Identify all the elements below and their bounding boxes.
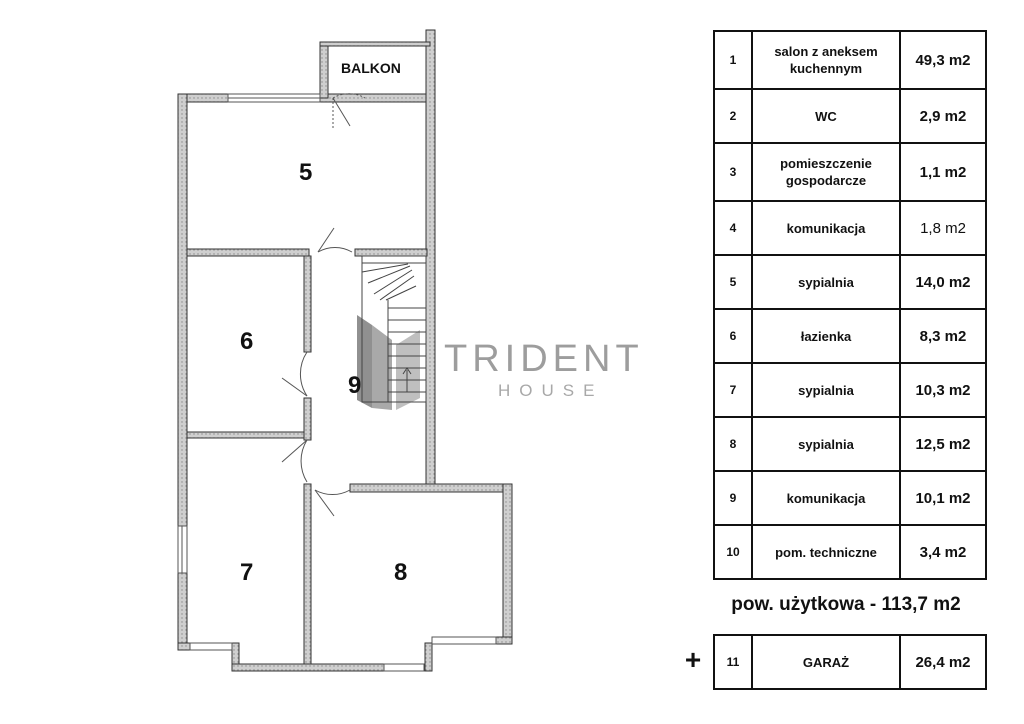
room-name-cell: łazienka xyxy=(751,308,901,364)
room-number-7: 7 xyxy=(240,559,253,586)
room-number-cell: 9 xyxy=(713,470,753,526)
garage-table: 11 GARAŻ 26,4 m2 xyxy=(713,634,987,690)
room-number-9: 9 xyxy=(348,372,361,399)
windows xyxy=(177,93,497,672)
balkon-label: BALKON xyxy=(341,60,401,76)
room-area-cell: 49,3 m2 xyxy=(899,30,987,90)
room-area-cell: 10,1 m2 xyxy=(899,470,987,526)
room-area-cell: 10,3 m2 xyxy=(899,362,987,418)
room-number-cell: 2 xyxy=(713,88,753,144)
room-name-cell: pom. techniczne xyxy=(751,524,901,580)
room-area-cell: 1,8 m2 xyxy=(899,200,987,256)
logo-watermark: TRIDENT HOUSE xyxy=(357,315,644,410)
room-number-cell: 3 xyxy=(713,142,753,202)
room-name-cell: GARAŻ xyxy=(751,634,901,690)
room-number-6: 6 xyxy=(240,328,253,355)
room-number-cell: 11 xyxy=(713,634,753,690)
room-name-cell: komunikacja xyxy=(751,200,901,256)
plus-sign: + xyxy=(684,644,702,675)
logo-text-sub: HOUSE xyxy=(498,381,603,400)
staircase xyxy=(361,255,427,403)
room-name-cell: sypialnia xyxy=(751,416,901,472)
room-area-cell: 2,9 m2 xyxy=(899,88,987,144)
logo-text-main: TRIDENT xyxy=(444,338,644,380)
room-area-cell: 14,0 m2 xyxy=(899,254,987,310)
total-usable-area: pow. użytkowa - 113,7 m2 xyxy=(731,594,961,615)
room-name-cell: WC xyxy=(751,88,901,144)
room-area-cell: 26,4 m2 xyxy=(899,634,987,690)
room-number-cell: 1 xyxy=(713,30,753,90)
room-number-cell: 8 xyxy=(713,416,753,472)
room-name-cell: sypialnia xyxy=(751,254,901,310)
room-name-cell: salon z aneksem kuchennym xyxy=(751,30,901,90)
room-number-cell: 5 xyxy=(713,254,753,310)
room-number-cell: 4 xyxy=(713,200,753,256)
doors xyxy=(281,93,366,517)
room-name-cell: sypialnia xyxy=(751,362,901,418)
room-area-cell: 8,3 m2 xyxy=(899,308,987,364)
room-number-cell: 10 xyxy=(713,524,753,580)
room-number-cell: 6 xyxy=(713,308,753,364)
table-row: 11 GARAŻ 26,4 m2 xyxy=(713,634,987,690)
room-number-5: 5 xyxy=(299,159,312,186)
room-area-cell: 12,5 m2 xyxy=(899,416,987,472)
room-area-cell: 1,1 m2 xyxy=(899,142,987,202)
room-number-8: 8 xyxy=(394,559,407,586)
room-name-cell: komunikacja xyxy=(751,470,901,526)
room-number-cell: 7 xyxy=(713,362,753,418)
trident-logo-icon xyxy=(357,315,420,410)
room-name-cell: pomieszczenie gospodarcze xyxy=(751,142,901,202)
room-area-cell: 3,4 m2 xyxy=(899,524,987,580)
